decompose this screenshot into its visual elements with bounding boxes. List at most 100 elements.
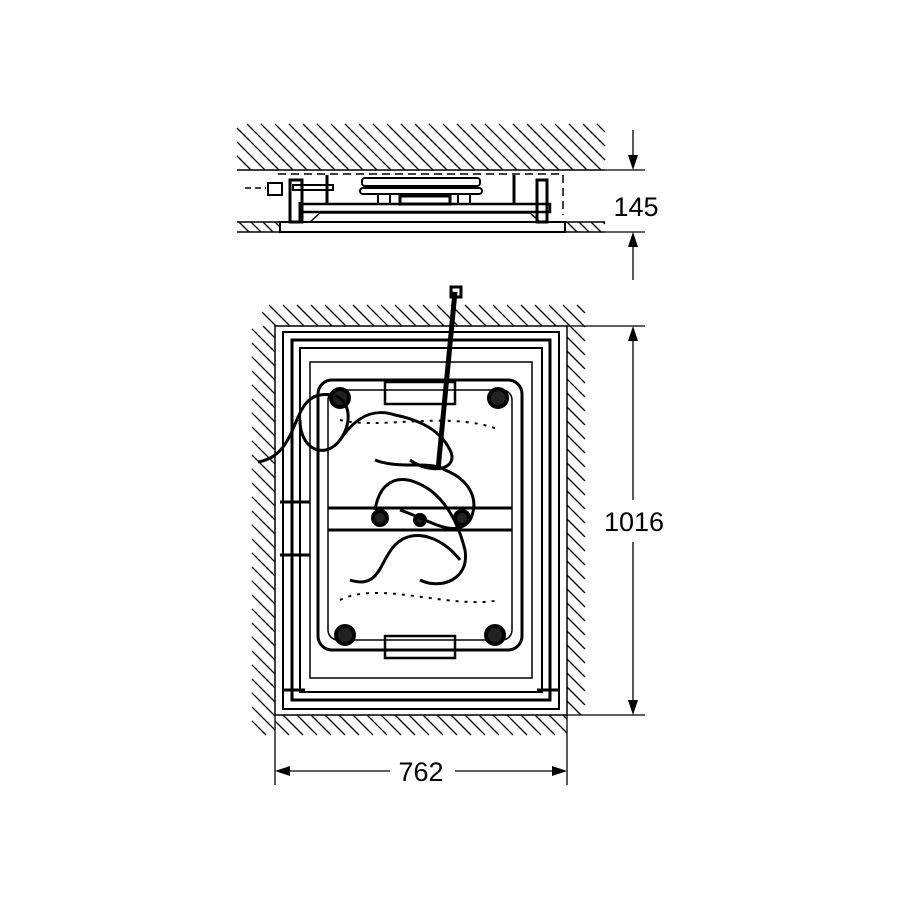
dimension-width-label: 762: [398, 757, 443, 787]
top-housing: [383, 380, 457, 406]
hatch-line: [251, 636, 276, 661]
hatch-line: [366, 304, 389, 327]
hatch-line: [251, 538, 276, 563]
hatch-line: [251, 398, 276, 423]
jet-l: [371, 509, 389, 527]
hatch-line: [442, 123, 490, 171]
hatch-line: [566, 364, 586, 384]
dotted-contour-2: [339, 592, 501, 604]
hatch-line: [566, 490, 586, 510]
hatch-line: [282, 304, 305, 327]
hatch-line: [566, 644, 586, 664]
hatch-line: [534, 714, 556, 736]
hatch-line: [498, 123, 546, 171]
hatch-line: [526, 123, 574, 171]
hatch-line: [520, 714, 542, 736]
hatch-line: [338, 304, 361, 327]
hatch-line: [566, 336, 586, 356]
hatch-line: [251, 580, 276, 605]
hatch-line: [436, 714, 458, 736]
hatch-line: [251, 566, 276, 591]
panel: [316, 378, 524, 652]
side-view: [237, 169, 605, 233]
hatch-line: [352, 714, 374, 736]
hatch-line: [428, 123, 476, 171]
nozzle-br: [484, 624, 506, 646]
hatch-line: [512, 123, 560, 171]
hatch-line: [394, 304, 417, 327]
panel-inner: [327, 389, 513, 641]
hatch-line: [246, 123, 294, 171]
hatch-line: [566, 658, 586, 678]
hatch-line: [251, 440, 276, 465]
hatch-line: [506, 304, 529, 327]
hatch-line: [251, 328, 276, 353]
hatch-line: [566, 350, 586, 370]
top-bar: [361, 177, 481, 187]
hatch-line: [566, 588, 586, 608]
block-a: [377, 193, 391, 205]
hatch-line: [251, 370, 276, 395]
hatch-line: [566, 462, 586, 482]
hatch-line: [506, 714, 528, 736]
hatch-line: [251, 356, 276, 381]
bracket-left: [288, 178, 304, 224]
wall-opening: [274, 325, 568, 716]
hatch-line: [251, 342, 276, 367]
hatch-line: [566, 221, 578, 233]
hose-5: [349, 534, 462, 584]
arrow-762-left: [275, 766, 290, 776]
hatch-line: [566, 420, 586, 440]
nozzle-tr: [487, 387, 509, 409]
hatch-line: [566, 700, 582, 716]
hatch-line: [540, 123, 588, 171]
hatch-line: [251, 412, 276, 437]
panel-outer: [309, 361, 533, 679]
plan-view: [257, 285, 568, 716]
block-b: [457, 193, 471, 205]
hatch-line: [250, 221, 262, 233]
hatch-line: [372, 123, 420, 171]
hatch-line: [251, 510, 276, 535]
hatch-line: [274, 123, 322, 171]
hatch-line: [484, 123, 532, 171]
hatch-line: [596, 123, 606, 133]
hatch-line: [236, 155, 252, 171]
wall-hatching: [236, 123, 606, 736]
arrow-1016-down: [628, 700, 638, 715]
hatch-line: [400, 123, 448, 171]
hatch-line: [450, 714, 472, 736]
arrow-762-right: [552, 766, 567, 776]
hatch-line: [566, 532, 586, 552]
hatch-line: [251, 678, 276, 703]
hatch-line: [251, 720, 267, 736]
hatch-line: [251, 384, 276, 409]
hose-2: [338, 411, 454, 471]
hatch-line: [251, 524, 276, 549]
hatch-line: [251, 468, 276, 493]
hatch-line: [590, 221, 602, 233]
hatch-line: [236, 127, 280, 171]
hatch-line: [566, 406, 586, 426]
hatch-line: [566, 560, 586, 580]
hatch-line: [310, 304, 333, 327]
hatch-line: [566, 672, 586, 692]
arrow-145-down: [628, 155, 638, 170]
bottom-housing: [383, 634, 457, 660]
bracket-right: [535, 178, 549, 224]
hatch-line: [520, 304, 543, 327]
hatch-line: [554, 123, 602, 171]
hatch-line: [330, 123, 378, 171]
hatch-line: [296, 714, 318, 736]
hatch-line: [251, 608, 276, 633]
hatch-line: [380, 714, 402, 736]
hatch-line: [260, 123, 308, 171]
hatch-line: [251, 664, 276, 689]
hose-3: [374, 458, 476, 531]
hatch-line: [566, 434, 586, 454]
hatch-line: [251, 692, 276, 717]
hatch-line: [566, 546, 586, 566]
hatch-line: [238, 221, 250, 233]
hatch-line: [456, 123, 504, 171]
hatch-line: [566, 574, 586, 594]
